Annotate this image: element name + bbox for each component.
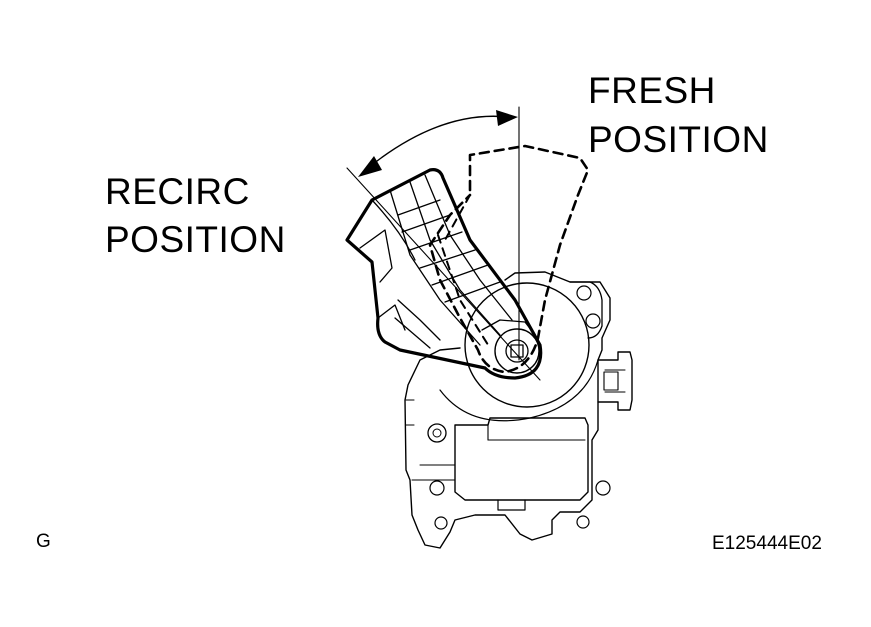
corner-code: G: [36, 531, 51, 552]
electrical-connector: [597, 351, 633, 411]
figure-id: E125444E02: [712, 533, 822, 554]
shaft-hub-inner: [505, 339, 529, 363]
shaft-hub-outer: [494, 328, 540, 374]
arc-arrow-right: [496, 110, 518, 126]
recirc-label-line2: POSITION: [105, 219, 286, 260]
rotor-housing-circle: [464, 282, 590, 408]
rotation-arc: [367, 115, 509, 169]
shaft-square: [510, 344, 524, 358]
rotor-lower-arc: [439, 359, 599, 422]
mount-hole-right: [585, 313, 601, 329]
actuator-housing: [404, 271, 611, 549]
recirc-label-line1: RECIRC: [105, 171, 250, 212]
mount-hole-foot-right: [576, 515, 590, 529]
lever-recirc-outline: [345, 168, 543, 380]
mount-hole-left-inner: [432, 428, 442, 438]
bottom-tab: [497, 499, 526, 511]
recirc-reference-line: [346, 167, 541, 381]
mount-hole-top: [576, 285, 592, 301]
lever-recirc-ribs: [359, 174, 513, 349]
lever-fresh-outline: [428, 144, 590, 374]
fresh-label-line1: FRESH: [588, 70, 716, 111]
mount-hole-left: [427, 423, 447, 443]
lever-fresh-rib-2: [444, 194, 471, 241]
lever-fresh-rib-1: [437, 234, 491, 349]
mount-hole-bottom-right: [595, 480, 611, 496]
mount-hole-bottom-left: [429, 480, 445, 496]
mounting-ear-top: [569, 281, 603, 339]
connector-latch: [603, 371, 619, 391]
motor-block: [454, 417, 589, 501]
mount-hole-foot-left: [434, 516, 448, 530]
fresh-label-line2: POSITION: [588, 119, 769, 160]
arc-arrow-left: [358, 156, 382, 177]
hub-arm: [481, 319, 536, 336]
